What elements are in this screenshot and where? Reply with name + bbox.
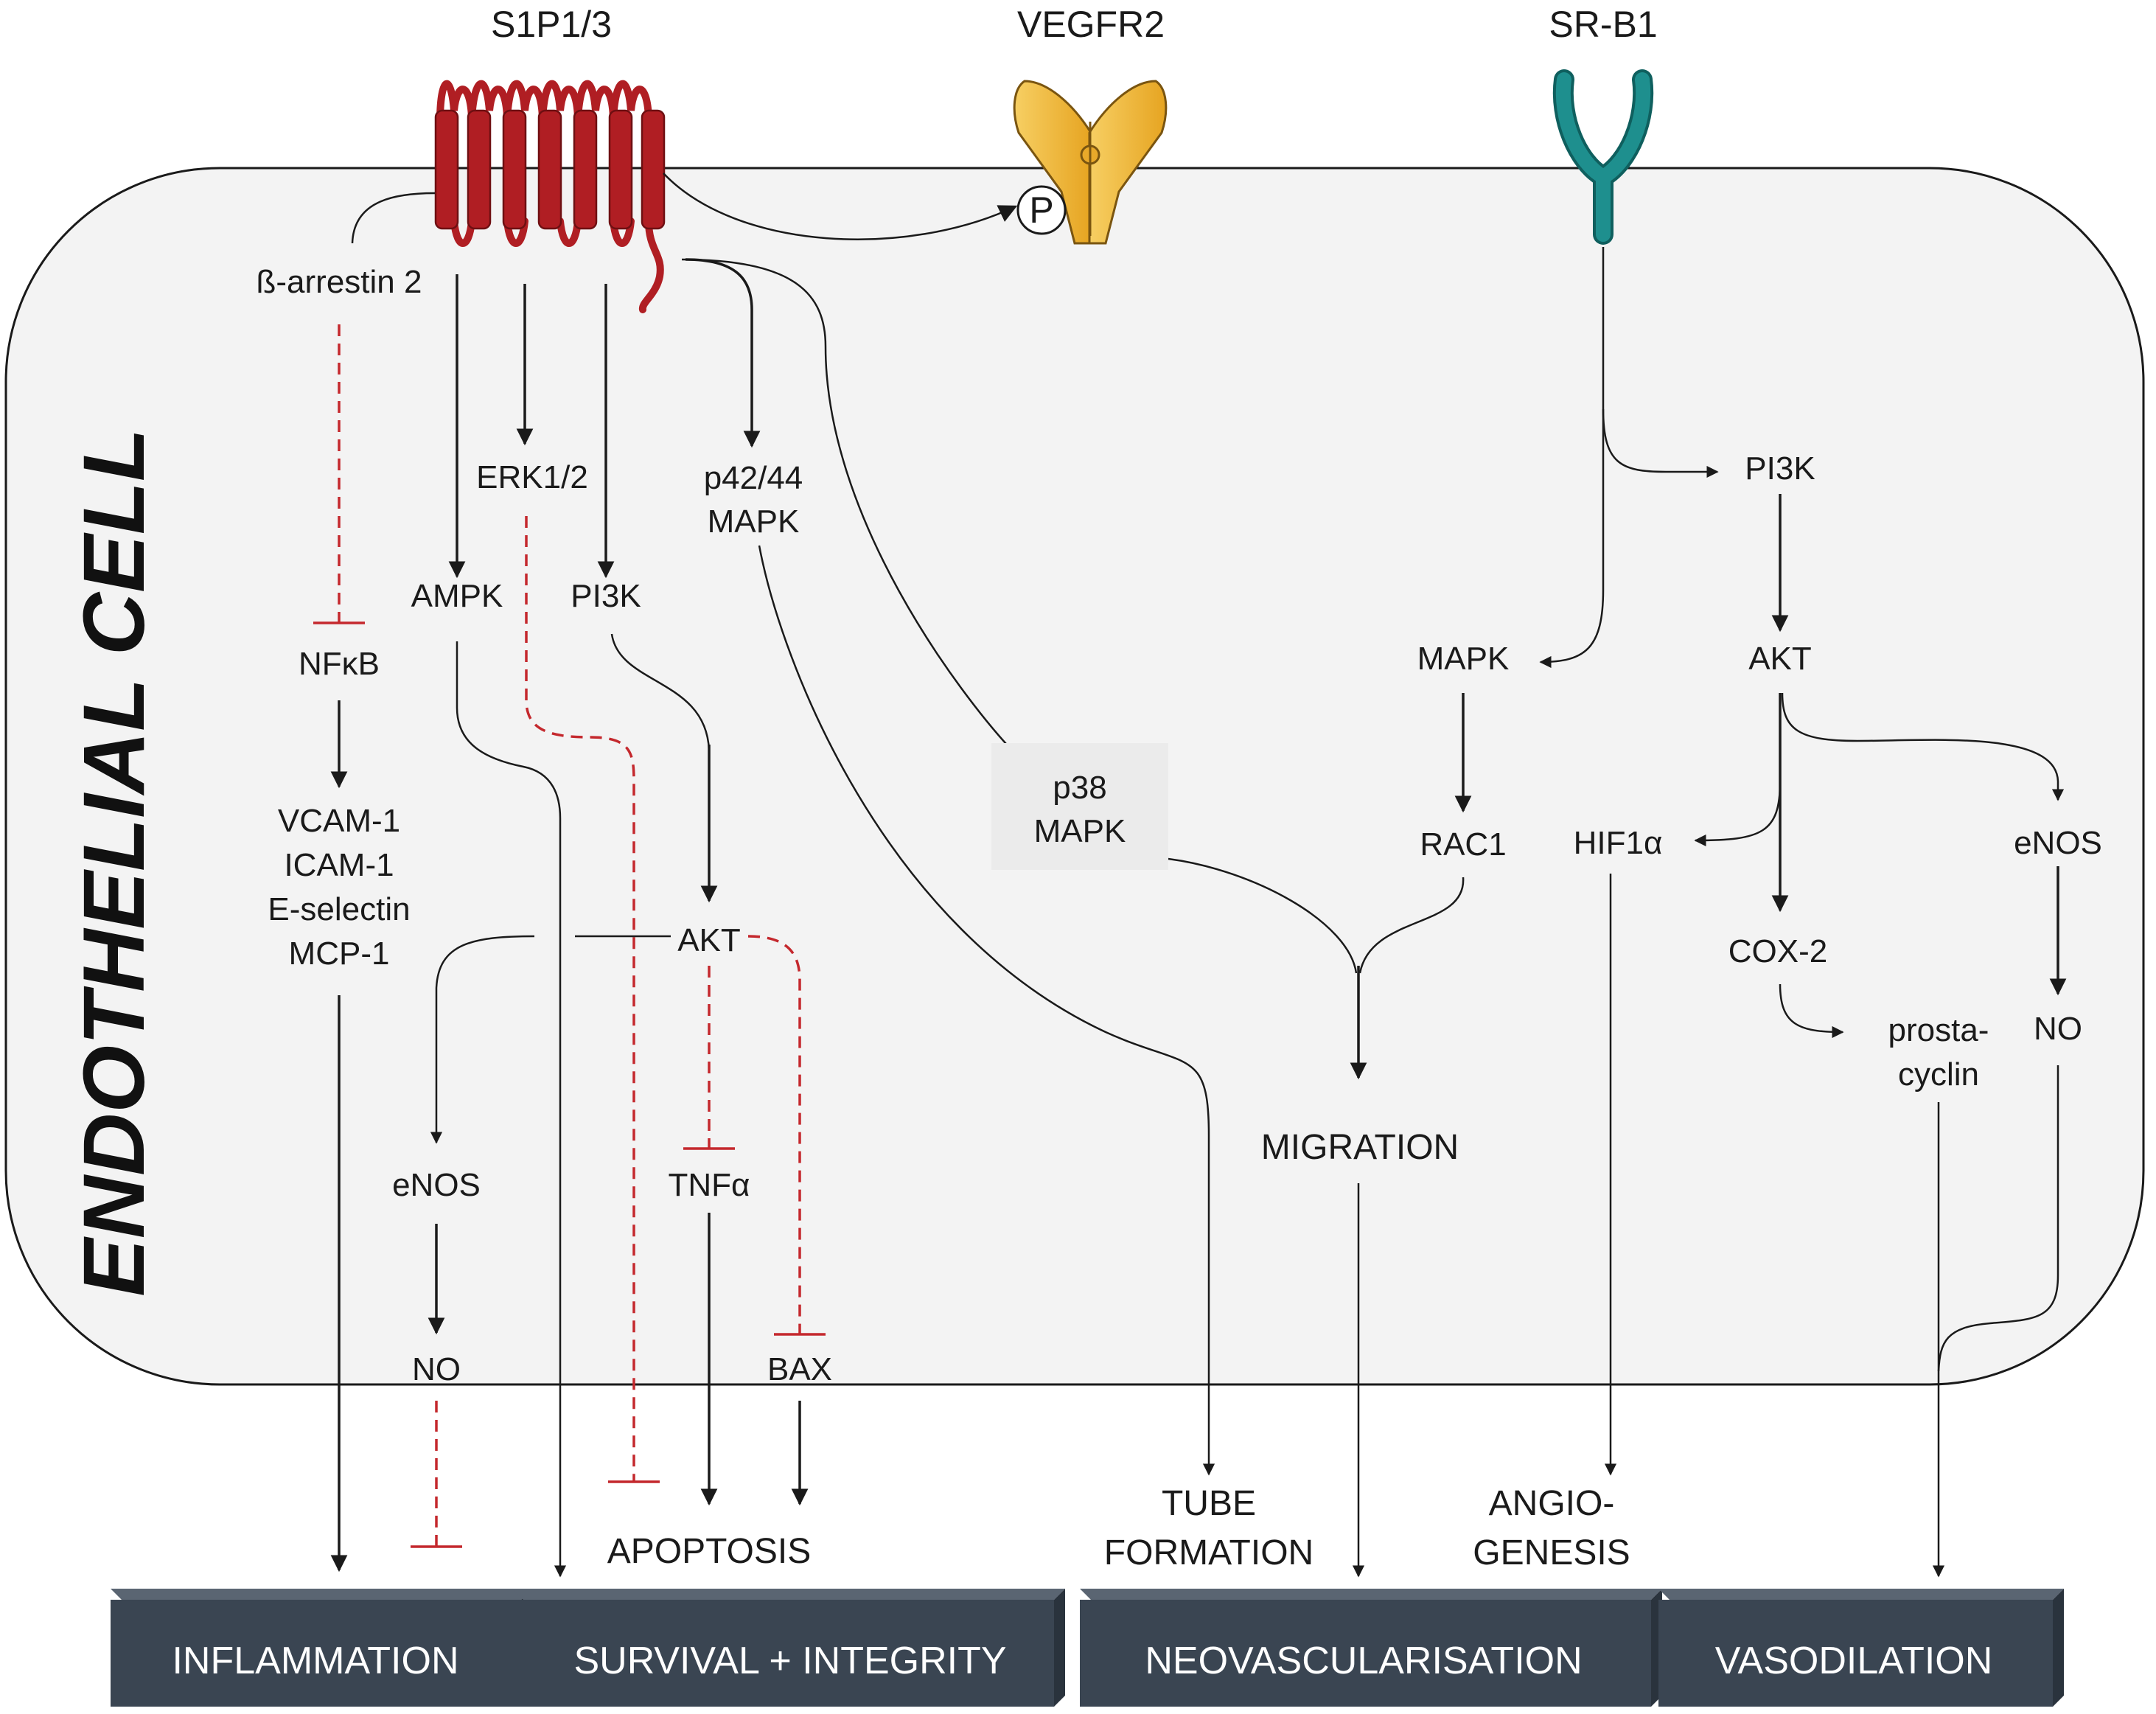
svg-text:NEOVASCULARISATION: NEOVASCULARISATION	[1145, 1640, 1582, 1682]
outcome-neovascularisation: NEOVASCULARISATION	[1080, 1589, 1662, 1707]
tube-formation-label-2: FORMATION	[1104, 1533, 1314, 1572]
adhesion-mcp1: MCP-1	[289, 936, 390, 972]
p38-label-2: MAPK	[1034, 813, 1126, 849]
p38-box	[991, 743, 1168, 870]
srb1-icon	[1552, 69, 1654, 245]
bax-label: BAX	[767, 1351, 832, 1387]
apoptosis-label: APOPTOSIS	[607, 1532, 812, 1571]
angiogenesis-label-1: ANGIO-	[1489, 1484, 1615, 1523]
akt-left-label: AKT	[677, 922, 741, 958]
pi3k-right-label: PI3K	[1745, 450, 1815, 487]
mapk-right-label: MAPK	[1417, 641, 1510, 677]
enos-right-label: eNOS	[2014, 825, 2102, 861]
phospho-circle	[1016, 185, 1067, 235]
outcome-inflammation: INFLAMMATION	[111, 1589, 532, 1707]
p4244-label-2: MAPK	[708, 504, 800, 540]
hif1a-label: HIF1α	[1574, 825, 1663, 861]
vegfr2-label: VEGFR2	[1017, 4, 1165, 45]
s1p-receptor-label: S1P1/3	[491, 4, 612, 45]
adhesion-icam: ICAM-1	[284, 847, 394, 883]
p38-label-1: p38	[1053, 770, 1106, 806]
outcome-vasodilation: VASODILATION	[1658, 1589, 2064, 1707]
erk-label: ERK1/2	[476, 459, 588, 495]
vegfr2-icon	[1013, 80, 1168, 245]
no-left-label: NO	[412, 1351, 461, 1387]
angiogenesis-label-2: GENESIS	[1473, 1533, 1630, 1572]
svg-text:VASODILATION: VASODILATION	[1715, 1640, 1993, 1682]
akt-right-label: AKT	[1748, 641, 1812, 677]
ampk-label: AMPK	[411, 578, 503, 614]
rac1-label: RAC1	[1420, 826, 1506, 863]
svg-text:SURVIVAL + INTEGRITY: SURVIVAL + INTEGRITY	[573, 1640, 1006, 1682]
srb1-label: SR-B1	[1549, 4, 1657, 45]
nfkb-label: NFκB	[299, 646, 380, 682]
connectors	[313, 173, 2067, 1578]
adhesion-eselectin: E-selectin	[268, 891, 410, 927]
prostacyclin-label-2: cyclin	[1898, 1056, 1979, 1093]
prostacyclin-label-1: prosta-	[1888, 1012, 1989, 1048]
enos-left-label: eNOS	[392, 1167, 481, 1203]
tnfa-label: TNFα	[669, 1167, 750, 1203]
cell-title: ENDOTHELIAL CELL	[66, 428, 163, 1297]
outcome-survival-integrity: SURVIVAL + INTEGRITY	[512, 1589, 1065, 1707]
cox2-label: COX-2	[1728, 933, 1827, 969]
pi3k-left-label: PI3K	[571, 578, 641, 614]
phospho-label: P	[1029, 189, 1053, 231]
adhesion-vcam: VCAM-1	[278, 803, 400, 839]
no-right-label: NO	[2034, 1011, 2082, 1047]
b-arrestin-label: ß-arrestin 2	[257, 264, 422, 300]
svg-text:INFLAMMATION: INFLAMMATION	[172, 1640, 458, 1682]
migration-label: MIGRATION	[1261, 1128, 1459, 1167]
p4244-label-1: p42/44	[704, 460, 803, 496]
s1p-receptor-icon	[434, 80, 666, 313]
tube-formation-label-1: TUBE	[1162, 1484, 1256, 1523]
